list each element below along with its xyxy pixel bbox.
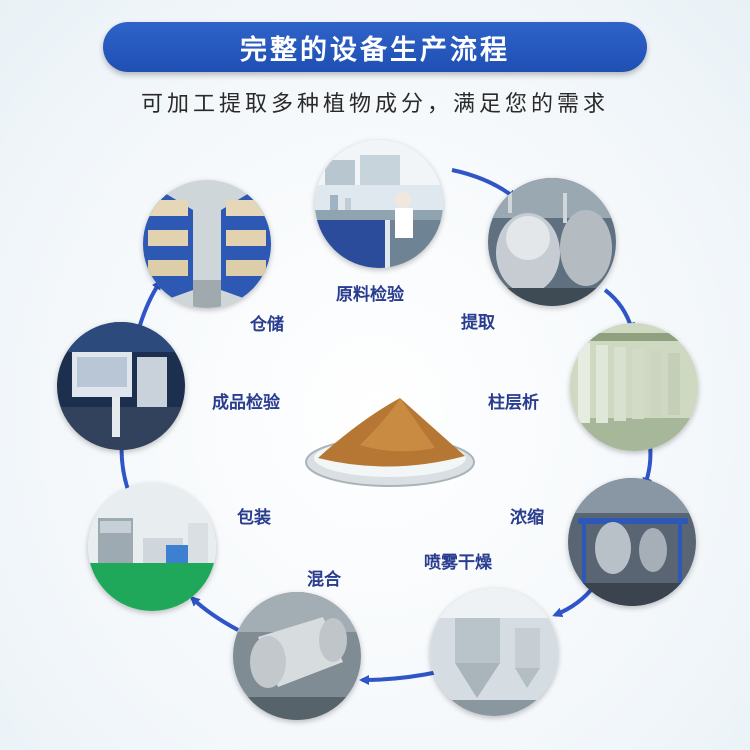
label-concentration: 浓缩 (510, 508, 544, 528)
inspection-equipment-image (57, 322, 185, 450)
label-column-chromatography: 柱层析 (488, 393, 539, 413)
banner-title: 完整的设备生产流程 (240, 34, 510, 66)
extraction-tanks-image (488, 178, 616, 306)
arrow-1 (451, 168, 518, 200)
step-column-chromatography (570, 323, 698, 451)
step-extraction (488, 178, 616, 306)
label-spray-drying: 喷雾干燥 (424, 553, 492, 573)
arrow-5 (359, 670, 439, 685)
label-mixing: 混合 (307, 570, 341, 590)
chromatography-columns-image (570, 323, 698, 451)
arrow-6 (189, 595, 239, 632)
mixer-image (233, 592, 361, 720)
step-spray-drying (430, 588, 558, 716)
laboratory-image (315, 140, 443, 268)
spray-dryer-image (430, 588, 558, 716)
powder-icon (305, 398, 475, 487)
title-banner: 完整的设备生产流程 (103, 22, 647, 72)
label-finished-product-inspection: 成品检验 (212, 393, 280, 413)
label-raw-material-inspection: 原料检验 (336, 285, 404, 305)
step-concentration (568, 478, 696, 606)
step-warehousing (143, 180, 271, 308)
packaging-room-image (88, 483, 216, 611)
label-extraction: 提取 (461, 313, 495, 333)
concentrator-image (568, 478, 696, 606)
step-raw-material-inspection (315, 140, 443, 268)
subtitle: 可加工提取多种植物成分，满足您的需求 (140, 92, 609, 117)
label-packaging: 包装 (237, 508, 271, 528)
label-warehousing: 仓储 (250, 315, 284, 335)
arrow-8 (138, 279, 162, 326)
step-packaging (88, 483, 216, 611)
step-mixing (233, 592, 361, 720)
warehouse-shelves-image (143, 180, 271, 308)
product-powder-dish (300, 390, 480, 499)
step-finished-product-inspection (57, 322, 185, 450)
